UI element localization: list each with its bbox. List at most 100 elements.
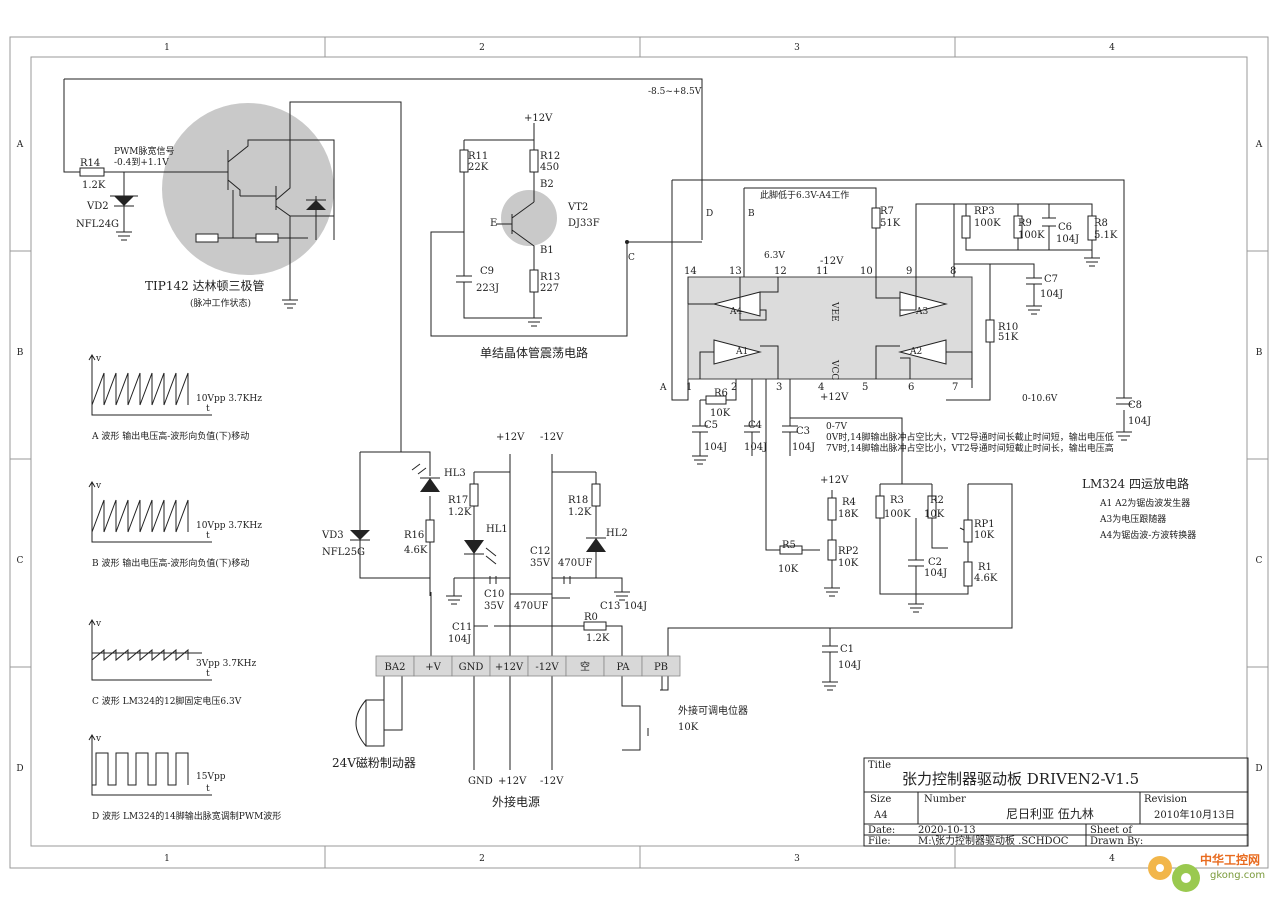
inner-border [30, 56, 1248, 847]
r11-resistor [459, 149, 469, 173]
vd3-label: VD3 [321, 530, 344, 541]
hl3-led [420, 478, 440, 492]
c3-value: 104J [792, 442, 815, 453]
pin-1: 1 [686, 382, 692, 393]
r9-value: 100K [1018, 230, 1045, 241]
connector-pin-7 [641, 655, 681, 677]
axis-v-label: v [95, 734, 102, 744]
b1-label: B1 [540, 245, 554, 256]
r1-label: R1 [978, 562, 992, 573]
darlington-section: R14 1.2K VD2 NFL24G PWM脉宽信号 -0.4到+1.1V T… [63, 78, 703, 452]
r4-value: 18K [838, 509, 859, 520]
c9-value: 223J [476, 283, 499, 294]
c8-value: 104J [1128, 416, 1151, 427]
hl1-led [464, 540, 484, 554]
connector-label-0: BA2 [385, 662, 406, 673]
r10-resistor [985, 319, 995, 343]
r7-value: 51K [880, 218, 901, 229]
c7-value: 104J [1040, 289, 1063, 300]
waveform-trace-B [91, 499, 189, 533]
r6-label: R6 [714, 388, 728, 399]
vcc-label: VCC [829, 359, 839, 380]
c12-label: C12 [530, 546, 550, 557]
file-value: M:\张力控制器驱动板 .SCHDOC [918, 834, 1069, 847]
lm324-chip [687, 276, 973, 380]
c5-value: 104J [704, 442, 727, 453]
c10-label: C10 [484, 589, 504, 600]
size-value: A4 [873, 810, 888, 821]
c10-volt: 35V [484, 601, 505, 612]
r8-label: R8 [1094, 218, 1108, 229]
c11-label: C11 [452, 622, 472, 633]
connector-label-6: PA [616, 662, 630, 673]
waveform-amp-A: 10Vpp 3.7KHz [196, 394, 262, 404]
r8-value: 5.1K [1094, 230, 1118, 241]
r7-label: R7 [880, 206, 894, 217]
zone-col-3-top: 3 [794, 43, 800, 53]
axis-t-label: t [206, 404, 210, 414]
r12-label: R12 [540, 151, 560, 162]
brake-symbol [365, 699, 385, 747]
lm-p12b: +12V [820, 475, 849, 486]
darlington-diode [306, 200, 326, 210]
zone-col-2-top: 2 [479, 43, 485, 53]
revision-label: Revision [1144, 794, 1188, 805]
lm-desc1: A1 A2为锯齿波发生器 [1099, 497, 1190, 509]
r2-value: 10K [924, 509, 945, 520]
connector-label-5: 空 [580, 660, 590, 673]
zone-col-2-bottom: 2 [479, 854, 485, 864]
c6-label: C6 [1058, 222, 1072, 233]
c13-value: 104J [624, 601, 647, 612]
lm-range2: 0-10.6V [1022, 394, 1058, 404]
r5-value: 10K [778, 564, 799, 575]
c5-label: C5 [704, 420, 718, 431]
pin-2: 2 [731, 382, 737, 393]
pin-11: 11 [816, 266, 829, 277]
zone-row-B-left: B [17, 348, 24, 358]
r6-value: 10K [710, 408, 731, 419]
c8-label: C8 [1128, 400, 1142, 411]
rp1-label: RP1 [974, 519, 995, 530]
r16-label: R16 [404, 530, 424, 541]
zone-row-C-left: C [17, 556, 24, 566]
vt2-type: DJ33F [568, 218, 600, 229]
lm-title: LM324 四运放电路 [1082, 476, 1189, 491]
r0-value: 1.2K [586, 633, 610, 644]
r14-value: 1.2K [82, 180, 106, 191]
r14-label: R14 [80, 158, 100, 169]
size-label: Size [870, 794, 891, 805]
waveform-trace-A [91, 372, 189, 406]
rp2-label: RP2 [838, 546, 859, 557]
r10-value: 51K [998, 332, 1019, 343]
drawn-label: Drawn By: [1090, 836, 1143, 847]
r3-resistor [875, 495, 885, 519]
waveform-label-B: B 波形 输出电压高-波形向负值(下)移动 [92, 557, 249, 569]
darlington-title: TIP142 达林顿三极管 [145, 278, 265, 293]
hl1-label: HL1 [486, 524, 508, 535]
waveform-label-A: A 波形 输出电压高-波形向负值(下)移动 [91, 430, 249, 442]
r17-value: 1.2K [448, 507, 472, 518]
r1-resistor [963, 561, 973, 587]
pin-12: 12 [774, 266, 787, 277]
pot-value: 10K [678, 722, 699, 733]
vee-label: VEE [829, 301, 839, 322]
vt2-highlight [501, 190, 557, 246]
number-label: Number [924, 794, 966, 805]
vd3-type: NFL25G [322, 547, 365, 558]
axis-v-label: v [95, 481, 102, 491]
connector-label-4: -12V [535, 662, 559, 673]
r2-resistor [927, 495, 937, 519]
node-b: B [748, 209, 755, 219]
r12-value: 450 [540, 162, 559, 173]
watermark-cn: 中华工控网 [1200, 852, 1260, 867]
r9-resistor [1013, 215, 1023, 239]
vt2-label: VT2 [567, 202, 588, 213]
pin-14: 14 [684, 266, 697, 277]
osc-plus12: +12V [524, 113, 553, 124]
